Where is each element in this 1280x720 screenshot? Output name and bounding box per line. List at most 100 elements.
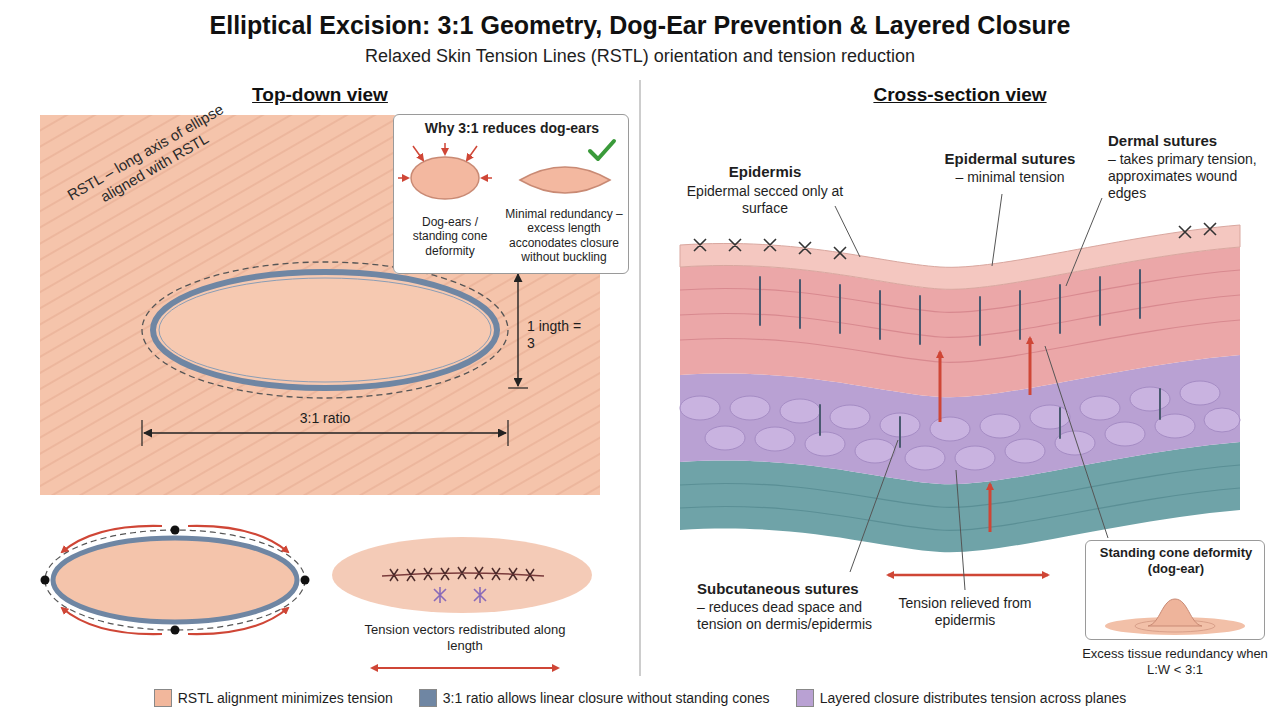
fat-lobules <box>830 405 870 429</box>
dermal-sutures <box>760 270 1140 345</box>
lens-figure <box>520 141 614 193</box>
lens-figure <box>520 167 610 193</box>
lens-figure <box>590 141 614 159</box>
fat-lobules <box>680 396 720 420</box>
legend: RSTL alignment minimizes tension3:1 rati… <box>0 689 1280 707</box>
fat-lobules <box>980 414 1020 438</box>
inset-box: Standing cone deformity (dog-ear) <box>1085 540 1265 640</box>
subcutaneous-sutures <box>899 417 901 447</box>
excision-ellipse <box>153 272 497 388</box>
tension-ellipse <box>188 526 288 552</box>
tension-arrows <box>939 352 942 422</box>
suture-heading: Epidermal sutures <box>895 150 1125 168</box>
subtitle: Relaxed Skin Tension Lines (RSTL) orient… <box>140 46 1140 68</box>
dog-ear-figure <box>482 177 492 179</box>
note-label: Tension relieved from epidermis <box>880 595 1050 629</box>
standing-cone-figure <box>1105 599 1245 635</box>
leader-lines <box>835 206 860 257</box>
dermal-sutures <box>1099 277 1101 325</box>
leader-lines <box>992 194 1002 266</box>
legend-swatch <box>419 689 437 707</box>
fat-lobules <box>1204 408 1240 432</box>
leader-lines <box>835 194 1108 590</box>
inset-caption: Dog-ears / standing cone deformity <box>400 215 500 258</box>
tissue-layers <box>680 225 1240 552</box>
subcutaneous-sutures <box>1159 389 1161 419</box>
dog-ear-figure <box>467 146 477 160</box>
leader-lines <box>1066 198 1102 286</box>
excision-ellipse <box>142 262 508 398</box>
suture-heading: Dermal sutures <box>1108 132 1268 150</box>
tension-ellipse <box>45 530 305 630</box>
fat-lobules <box>1005 439 1045 463</box>
legend-text: 3:1 ratio allows linear closure without … <box>443 690 770 707</box>
suture-note: – reduces dead space and tension on derm… <box>697 599 897 633</box>
tension-ellipse <box>41 576 50 585</box>
inset-heading: Why 3:1 reduces dog-ears <box>394 120 630 137</box>
dog-ear-figure <box>444 143 446 154</box>
legend-item: Layered closure distributes tension acro… <box>796 689 1127 707</box>
closed-incision <box>434 587 486 603</box>
dermal-sutures <box>1019 291 1021 339</box>
closed-incision <box>390 567 534 581</box>
fat-lobules <box>905 446 945 470</box>
panel-divider <box>639 80 641 676</box>
layer-note: Epidermal secced only at surface <box>680 183 850 217</box>
dog-ear-figure <box>411 157 479 199</box>
tension-arrows <box>989 484 992 532</box>
tension-arrows <box>888 574 1048 576</box>
fat-lobules <box>930 417 970 441</box>
inset-background <box>1085 540 1265 640</box>
leader-lines <box>956 470 965 590</box>
legend-text: Layered closure distributes tension acro… <box>820 690 1127 707</box>
dimension-line <box>508 387 528 388</box>
dimension-line <box>517 274 518 386</box>
epidermal-sutures <box>694 239 846 259</box>
leader-lines <box>1045 346 1108 538</box>
suture-heading: Subcutaneous sutures <box>697 580 927 598</box>
dermal-sutures <box>919 296 921 344</box>
excision-ellipse <box>142 262 508 398</box>
fat-lobules <box>1105 422 1145 446</box>
inset-caption: Minimal redundancy – excess length accon… <box>502 207 626 265</box>
fat-lobules <box>730 396 770 420</box>
fat-lobules <box>1130 387 1170 411</box>
fat-lobules <box>1180 381 1220 405</box>
tissue-layers <box>680 225 1240 289</box>
tension-ellipse <box>62 526 162 552</box>
inset-background <box>393 114 629 274</box>
inset-box: Why 3:1 reduces dog-earsDog-ears / stand… <box>393 114 629 274</box>
tension-arrows <box>888 338 1048 575</box>
legend-swatch <box>796 689 814 707</box>
dermal-sutures <box>799 280 801 328</box>
closed-incision <box>332 537 592 613</box>
dimension-line <box>507 420 508 446</box>
dermal-sutures <box>759 277 761 325</box>
closed-incision <box>332 537 592 613</box>
tension-arrow <box>372 667 558 669</box>
diagram-title: Elliptical Excision: 3:1 Geometry, Dog-E… <box>0 10 1280 40</box>
dimension-label: 1 ingth = 3 <box>527 318 583 352</box>
fat-lobules <box>855 439 895 463</box>
dog-ear-figure <box>398 143 492 199</box>
subcutaneous-sutures <box>1059 408 1061 438</box>
panel-heading: Cross-section view <box>810 84 1110 107</box>
dermal-sutures <box>979 297 981 345</box>
dermal-sutures <box>839 285 841 333</box>
epidermal-sutures <box>1179 223 1216 238</box>
tension-ellipse <box>53 538 297 622</box>
subcutaneous-sutures <box>820 389 1160 447</box>
dimension-line <box>144 432 506 433</box>
dog-ear-figure <box>398 177 408 179</box>
dermal-sutures <box>1059 285 1061 333</box>
layer-heading: Epidermis <box>675 163 855 181</box>
legend-item: 3:1 ratio allows linear closure without … <box>419 689 770 707</box>
tension-ellipse <box>171 626 180 635</box>
suture-note: – takes primary tension, approximates wo… <box>1108 151 1268 201</box>
excision-ellipse <box>159 278 491 382</box>
tension-ellipse <box>41 526 310 635</box>
tension-ellipse <box>301 576 310 585</box>
fat-lobules <box>755 427 795 451</box>
tension-ellipse <box>171 526 180 535</box>
